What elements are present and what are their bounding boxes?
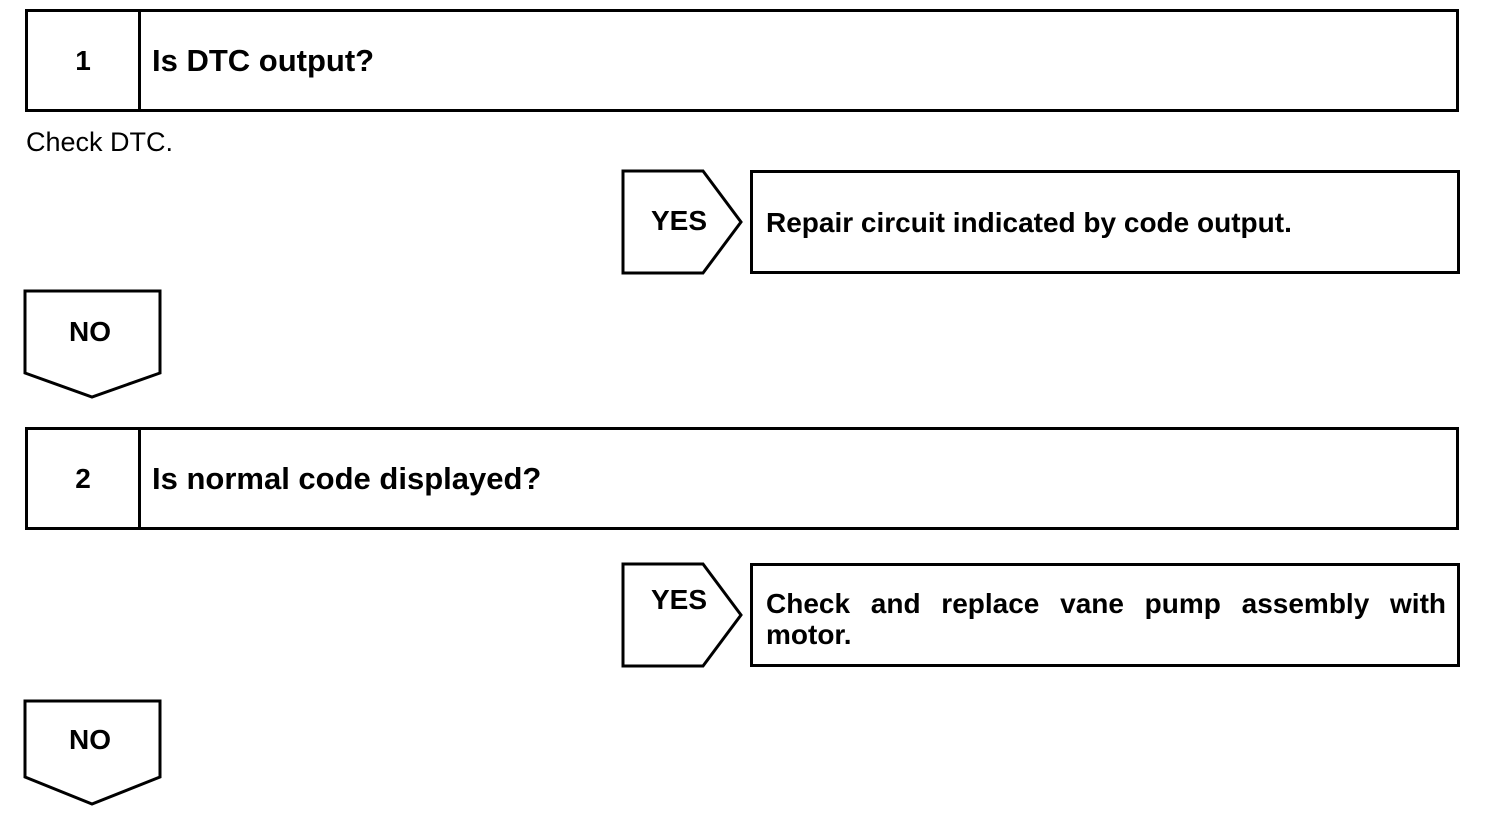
step-1-number: 1 <box>28 12 141 109</box>
step-2-yes-result: Check and replace vane pump assembly wit… <box>750 563 1460 667</box>
step-2-yes-label: YES <box>650 584 708 615</box>
step-1-yes-result-text: Repair circuit indicated by code output. <box>766 206 1292 238</box>
step-2-yes-result-text: Check and replace vane pump assembly wit… <box>766 588 1446 650</box>
step-1-yes-label: YES <box>650 205 708 236</box>
step-2-no-arrow <box>23 699 162 806</box>
step-2-number: 2 <box>28 430 141 527</box>
step-1-question: Is DTC output? <box>152 42 375 78</box>
step-2-no-label: NO <box>69 724 111 755</box>
step-1-yes-result: Repair circuit indicated by code output. <box>750 170 1460 274</box>
step-2-question: Is normal code displayed? <box>152 460 542 496</box>
step-2-yes-arrow <box>621 562 743 668</box>
step-2-box: 2 Is normal code displayed? <box>25 427 1459 530</box>
step-1-note: Check DTC. <box>26 127 174 157</box>
step-1-no-arrow <box>23 289 162 399</box>
step-1-box: 1 Is DTC output? <box>25 9 1459 112</box>
step-1-no-label: NO <box>69 316 111 347</box>
step-1-yes-arrow <box>621 169 743 275</box>
